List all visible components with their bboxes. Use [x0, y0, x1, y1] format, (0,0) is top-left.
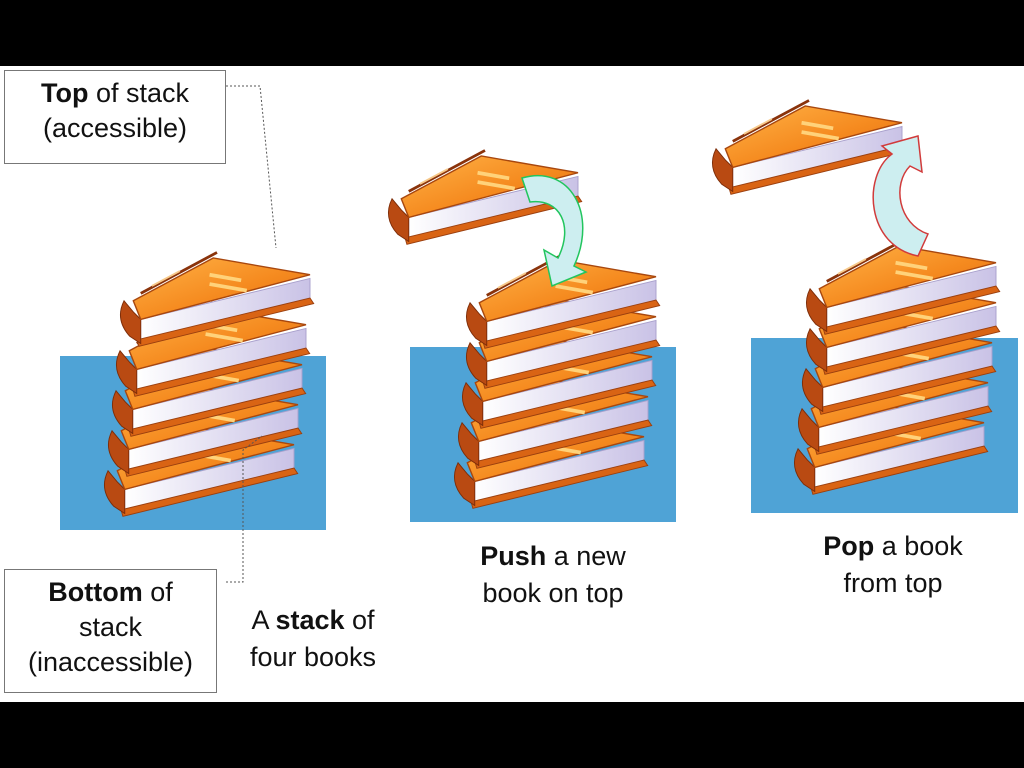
- stack-caption-rest: of: [345, 605, 375, 635]
- bottom-label-line2: stack: [5, 610, 216, 645]
- slide: Top of stack (accessible) Bottom of stac…: [0, 66, 1024, 702]
- stack-caption-line2: four books: [232, 639, 394, 676]
- top-leader-line: [226, 86, 276, 248]
- stack-caption-prefix: A: [251, 605, 275, 635]
- push-caption-bold: Push: [480, 541, 546, 571]
- push-caption-line2: book on top: [456, 575, 650, 612]
- bottom-label-bold: Bottom: [48, 577, 142, 607]
- top-of-stack-label: Top of stack (accessible): [4, 70, 226, 164]
- pop-caption-rest: a book: [874, 531, 963, 561]
- bottom-of-stack-label: Bottom of stack (inaccessible): [4, 569, 217, 693]
- pop-caption-line2: from top: [798, 565, 988, 602]
- top-label-rest: of stack: [88, 78, 189, 108]
- stack-caption: A stack of four books: [232, 602, 394, 676]
- stack-caption-bold: stack: [275, 605, 344, 635]
- pop-caption-bold: Pop: [823, 531, 874, 561]
- push-caption: Push a new book on top: [456, 538, 650, 612]
- bottom-label-rest: of: [143, 577, 173, 607]
- top-label-line2: (accessible): [5, 111, 225, 146]
- pop-caption: Pop a book from top: [798, 528, 988, 602]
- bottom-label-line3: (inaccessible): [5, 645, 216, 680]
- push-caption-rest: a new: [546, 541, 626, 571]
- top-label-bold: Top: [41, 78, 88, 108]
